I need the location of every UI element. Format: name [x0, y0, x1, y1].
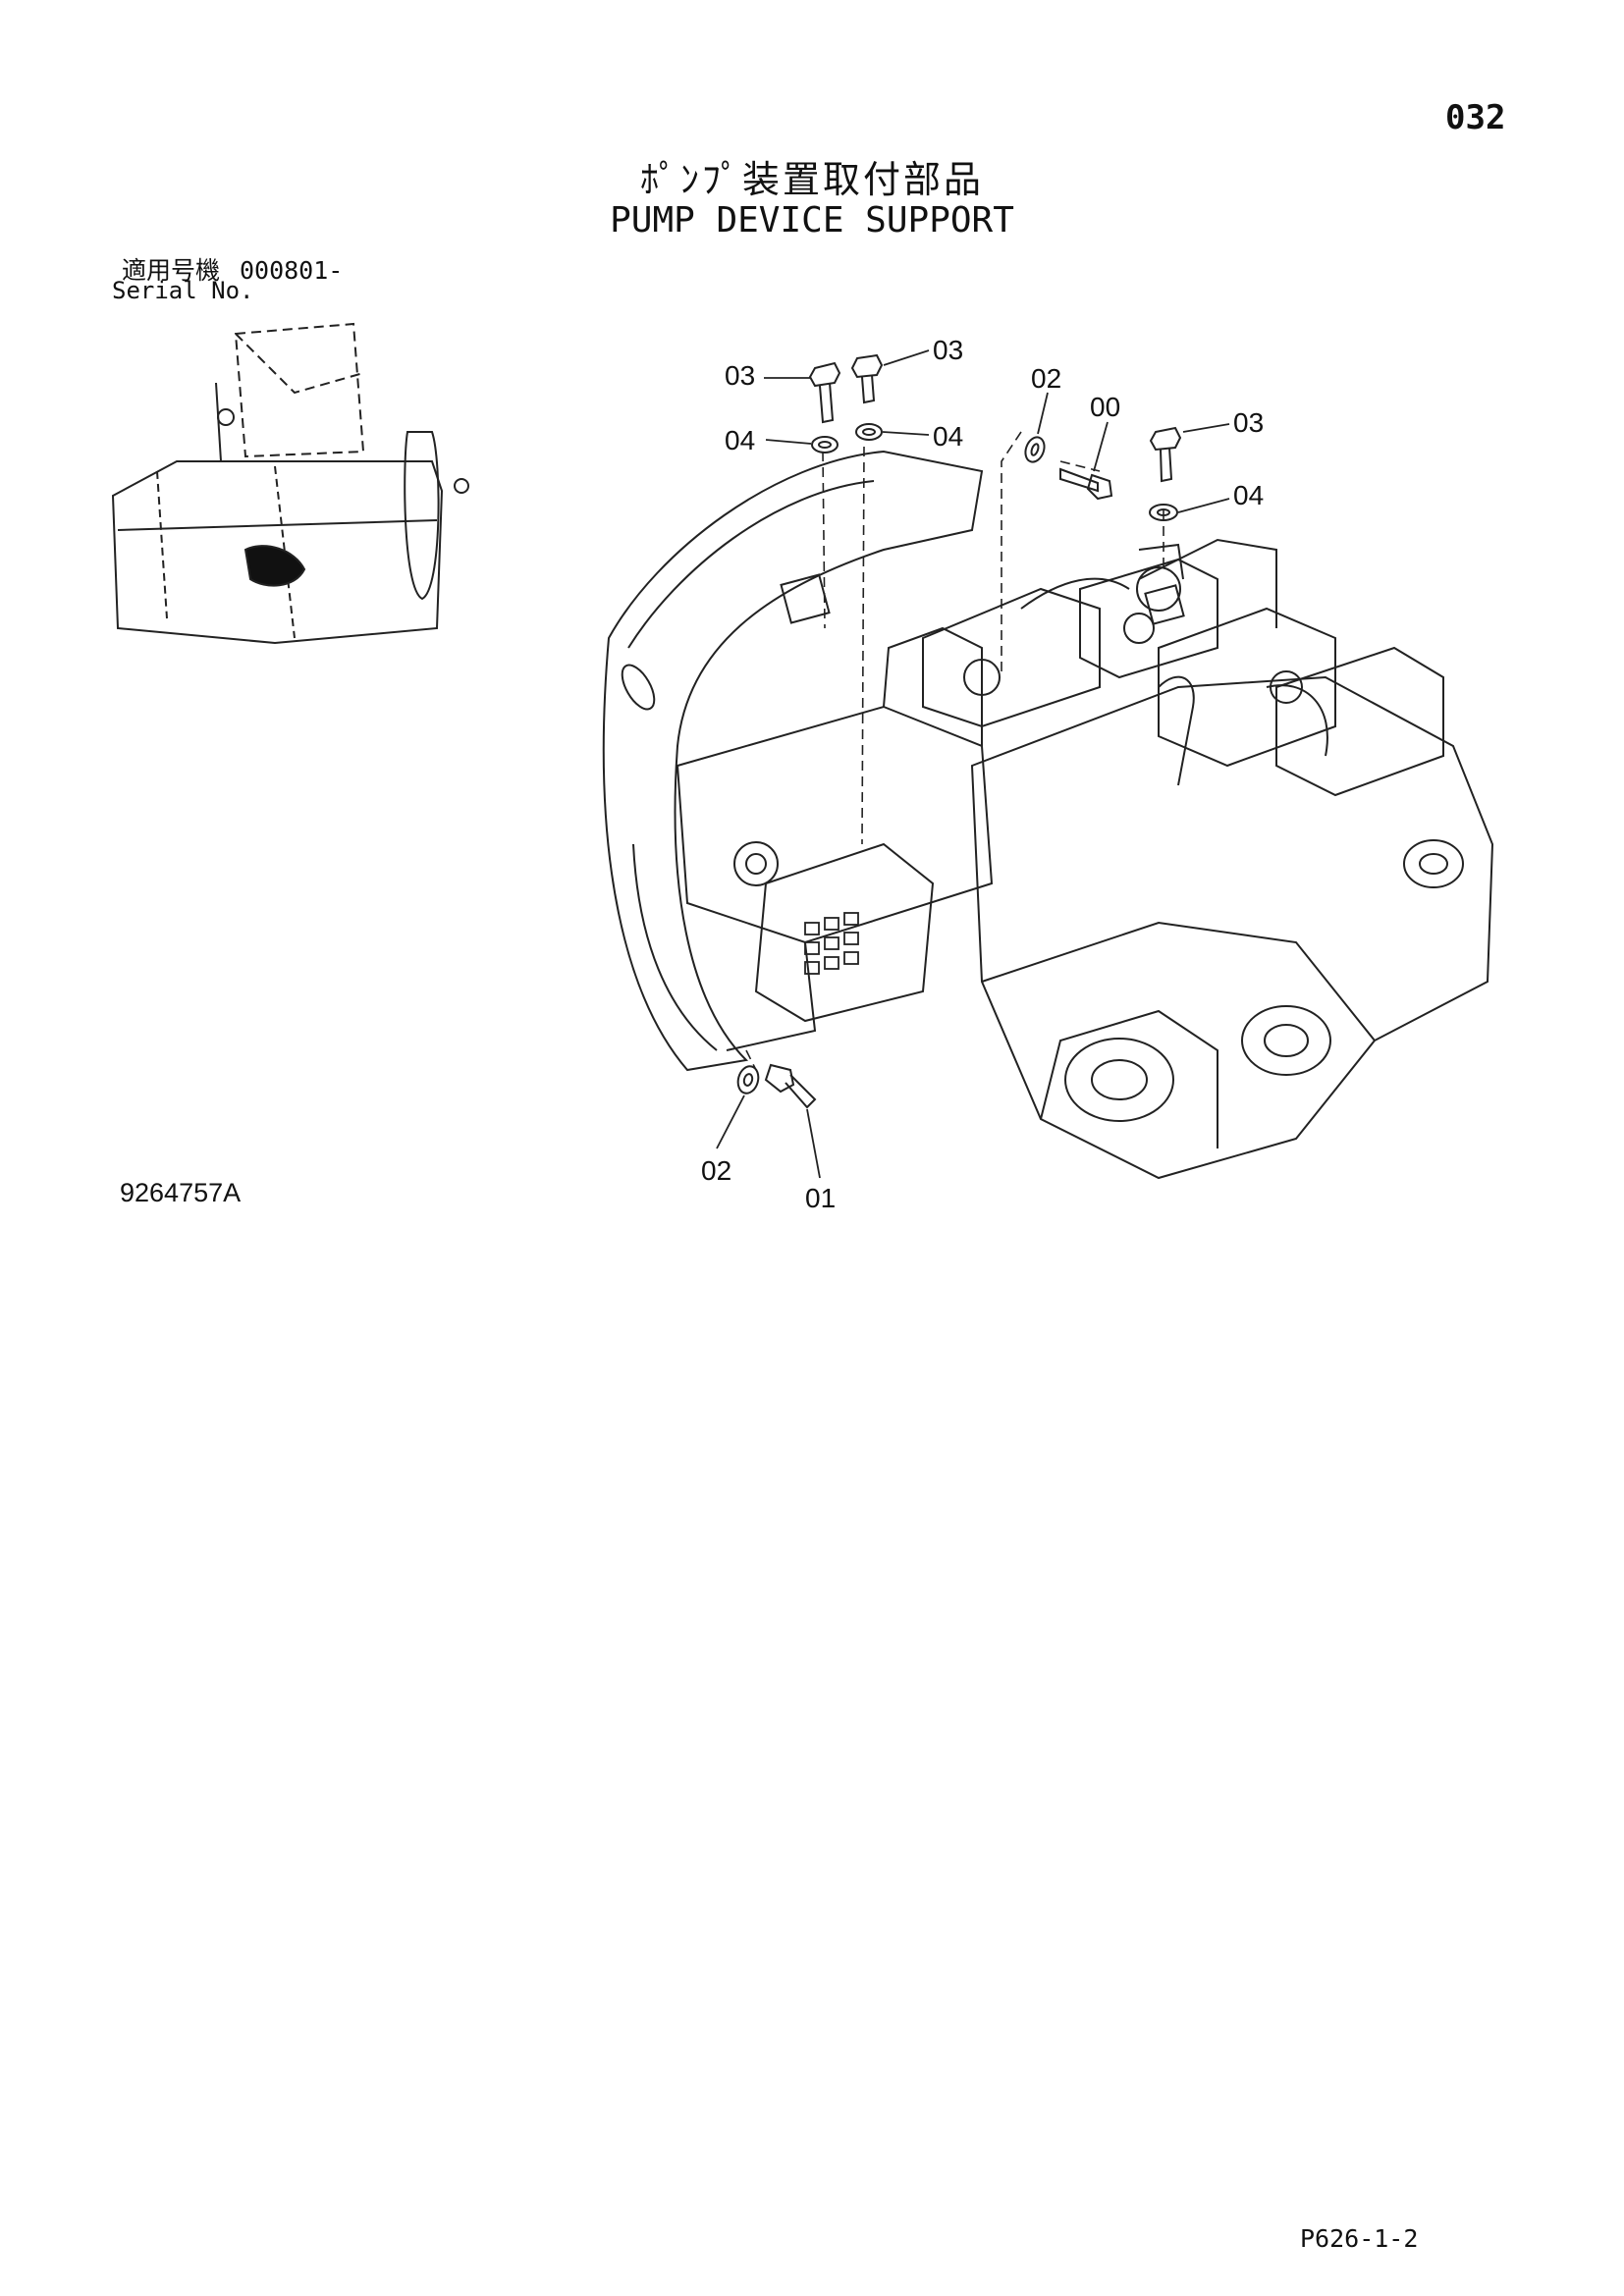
callout-label: 04 [933, 421, 963, 452]
serial-label-japanese: 適用号機 000801- [122, 251, 343, 287]
callout-labels: 03 03 04 04 02 00 03 04 02 01 [701, 335, 1264, 1213]
callout-label: 04 [1233, 480, 1264, 510]
callout-label: 04 [725, 425, 755, 455]
page-number: 032 [1445, 98, 1506, 137]
machine-thumbnail [111, 322, 469, 645]
pump-assembly [602, 450, 1494, 1180]
serial-label-english: Serial No. [112, 277, 254, 304]
serial-value: 000801- [239, 256, 344, 285]
page-title-english: PUMP DEVICE SUPPORT [610, 200, 1014, 240]
callout-label: 03 [1233, 407, 1264, 438]
leader-lines [716, 349, 1230, 1179]
page-reference: P626-1-2 [1300, 2224, 1419, 2253]
callout-label: 03 [933, 335, 963, 365]
callout-label: 02 [1031, 363, 1061, 394]
fasteners [736, 353, 1182, 1109]
serial-jp-label: 適用号機 [122, 256, 221, 285]
callout-label: 00 [1090, 392, 1120, 422]
page-title-japanese: ﾎﾟﾝﾌﾟ装置取付部品 [639, 158, 984, 201]
callout-label: 03 [725, 360, 755, 391]
drawing-number: 9264757A [120, 1178, 242, 1207]
callout-label: 01 [805, 1183, 836, 1213]
callout-label: 02 [701, 1155, 731, 1186]
